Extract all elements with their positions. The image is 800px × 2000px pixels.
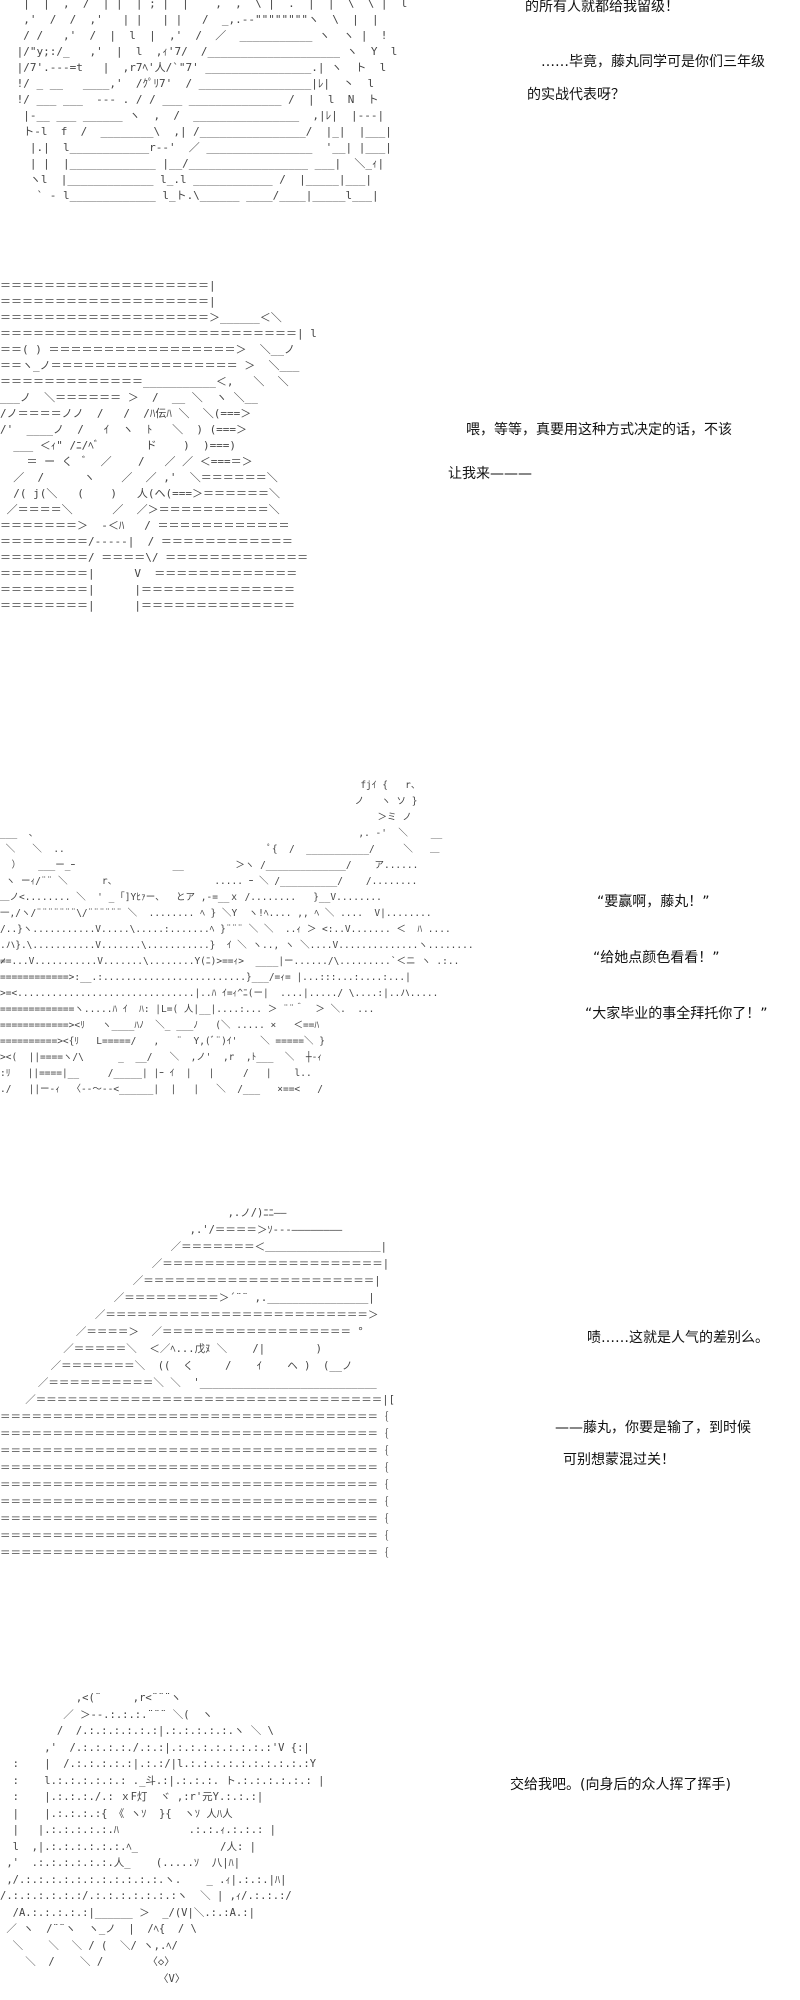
- ascii-art-panel-1: | | , / | | | ; | | , , \ | . | | \ \ | …: [16, 0, 408, 202]
- dialogue-line: 啧……这就是人气的差别么。: [587, 1330, 769, 1346]
- dialogue-line: 可别想蒙混过关！: [563, 1452, 675, 1468]
- ascii-art-panel-5: ,<(¨ ,r<¨¨¨ヽ ／ ＞-‐.:.:.:.¨¨¨ ＼( ヽ / /.:.…: [0, 1692, 325, 1985]
- ascii-art-panel-2: ＝＝＝＝＝＝＝＝＝＝＝＝＝＝＝＝＝＝＝| ＝＝＝＝＝＝＝＝＝＝＝＝＝＝＝＝＝＝＝…: [0, 279, 317, 612]
- dialogue-line: 让我来———: [448, 466, 532, 482]
- dialogue-line: 喂，等等，真要用这种方式决定的话，不该: [466, 422, 732, 438]
- dialogue-line: 的所有人就都给我留级！: [525, 0, 679, 15]
- ascii-art-panel-4: ,.ノ/)ﾆﾆ―― ,.'/＝＝＝＝＞ｿ-‐‐―――――――― ／＝＝＝＝＝＝＝…: [0, 1207, 395, 1559]
- dialogue-line: “要赢啊，藤丸！”: [597, 894, 710, 910]
- ascii-art-panel-3: fjｲ { r、 ノ ヽ ソ } ＞ミ ノ ___ 、: [0, 780, 474, 1095]
- dialogue-line: 的实战代表呀？: [527, 87, 625, 103]
- dialogue-line: ——藤丸，你要是输了，到时候: [555, 1420, 751, 1436]
- dialogue-line: ……毕竟，藤丸同学可是你们三年级: [541, 54, 765, 70]
- dialogue-line: “给她点颜色看看！”: [593, 950, 720, 966]
- dialogue-line: “大家毕业的事全拜托你了！”: [585, 1006, 768, 1022]
- dialogue-line: 交给我吧。(向身后的众人挥了挥手): [510, 1777, 731, 1793]
